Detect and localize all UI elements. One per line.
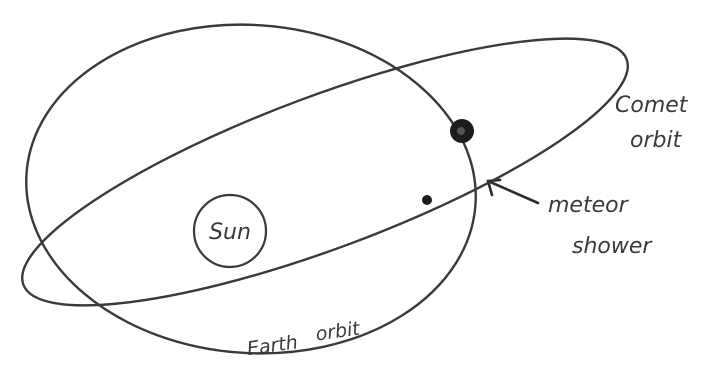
comet-orbit (0, 0, 653, 356)
comet-orbit-label-line1: Comet (615, 93, 689, 118)
comet-debris-dot (422, 195, 432, 205)
comet-orbit-label-line2: orbit (630, 128, 683, 153)
earth-orbit-label-word2: orbit (314, 317, 362, 345)
earth-planet-highlight (457, 127, 465, 135)
meteor-shower-label-line2: shower (572, 234, 653, 259)
sun-label: Sun (209, 220, 251, 245)
earth-orbit-label-word1: Earth (246, 331, 300, 360)
meteor-arrow (488, 180, 538, 203)
meteor-shower-label-line1: meteor (548, 193, 630, 218)
